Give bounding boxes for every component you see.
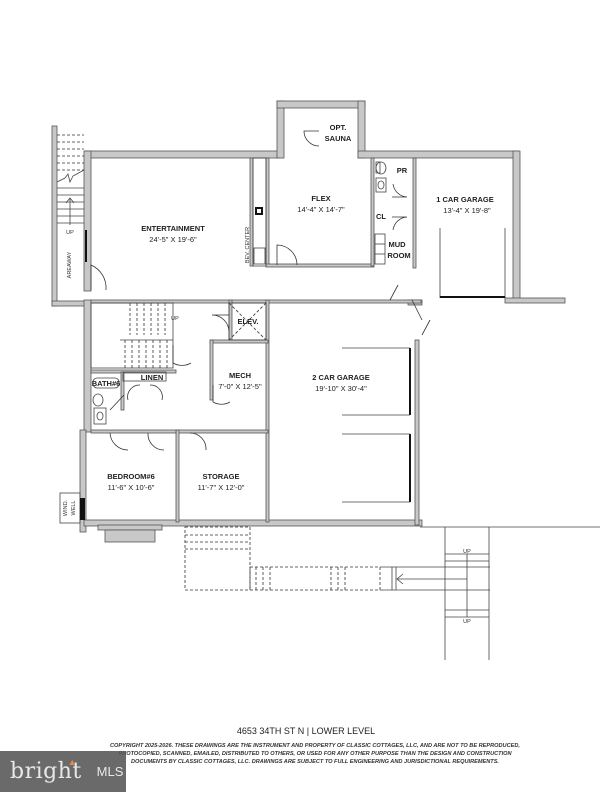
interior-walls <box>90 157 422 523</box>
fixtures <box>59 157 387 524</box>
room-mech-dims: 7'-0" X 12'-5" <box>218 382 262 391</box>
room-sauna-name1: OPT. <box>330 123 347 132</box>
garage-doors <box>342 228 506 503</box>
room-bath-name: BATH#6 <box>92 379 121 388</box>
room-bedroom-name: BEDROOM#6 <box>107 472 155 481</box>
room-flex-dims: 14'-4" X 14'-7" <box>297 205 345 214</box>
stair-up-label: UP <box>171 316 179 322</box>
room-mech-name: MECH <box>229 371 251 380</box>
bright-mls-watermark: bright ▲ MLS <box>0 751 126 792</box>
room-garage2-dims: 19'-10" X 30'-4" <box>315 384 367 393</box>
stair-up-label: UP <box>463 549 471 555</box>
windwell-label-1: WIND. <box>63 499 69 516</box>
exterior-stairs <box>184 526 600 660</box>
room-elev-name: ELEV. <box>238 317 259 326</box>
areaway-label: AREAWAY <box>67 251 73 278</box>
exterior-walls <box>51 100 566 543</box>
interior-stairs <box>90 302 174 369</box>
room-garage1-dims: 13'-4" X 19'-8" <box>443 206 491 215</box>
bev-center-label: BEV. CENTER <box>245 227 251 263</box>
room-garage1-name: 1 CAR GARAGE <box>436 195 494 204</box>
room-bedroom-dims: 11'-6" X 10'-6" <box>108 483 155 492</box>
windwell-label-2: WELL <box>71 501 77 516</box>
room-labels: ENTERTAINMENT 24'-5" X 19'-6" FLEX 14'-4… <box>63 123 494 625</box>
room-sauna-name2: SAUNA <box>325 134 352 143</box>
doors <box>90 130 431 451</box>
areaway-stairs <box>56 134 87 262</box>
watermark-suffix: MLS <box>96 764 124 779</box>
room-linen-name: LINEN <box>141 373 164 382</box>
room-garage2-name: 2 CAR GARAGE <box>312 373 370 382</box>
flame-icon: ▲ <box>67 756 77 767</box>
plan-title: 4653 34TH ST N | LOWER LEVEL <box>236 726 376 736</box>
room-storage-dims: 11'-7" X 12'-0" <box>198 483 245 492</box>
room-entertainment-name: ENTERTAINMENT <box>141 224 205 233</box>
stair-up-label: UP <box>463 619 471 625</box>
room-entertainment-dims: 24'-5" X 19'-6" <box>149 235 197 244</box>
watermark-brand: bright <box>10 759 82 784</box>
room-cl-name: CL <box>376 212 386 221</box>
room-mud-name1: MUD <box>388 240 406 249</box>
room-storage-name: STORAGE <box>203 472 240 481</box>
room-pr-name: PR <box>397 166 408 175</box>
room-mud-name2: ROOM <box>387 251 410 260</box>
stair-up-label: UP <box>66 230 74 236</box>
room-flex-name: FLEX <box>311 194 330 203</box>
copyright-notice: COPYRIGHT 2025-2026. THESE DRAWINGS ARE … <box>110 743 520 765</box>
